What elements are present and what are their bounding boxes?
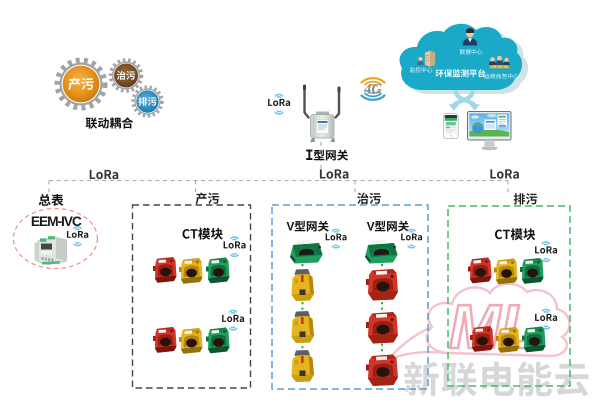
svg-text:V: V <box>367 220 375 234</box>
svg-text:V: V <box>287 220 295 234</box>
svg-text:EEM-IVC: EEM-IVC <box>31 214 82 229</box>
svg-text:ML: ML <box>449 293 539 362</box>
svg-text:4G: 4G <box>363 82 382 98</box>
